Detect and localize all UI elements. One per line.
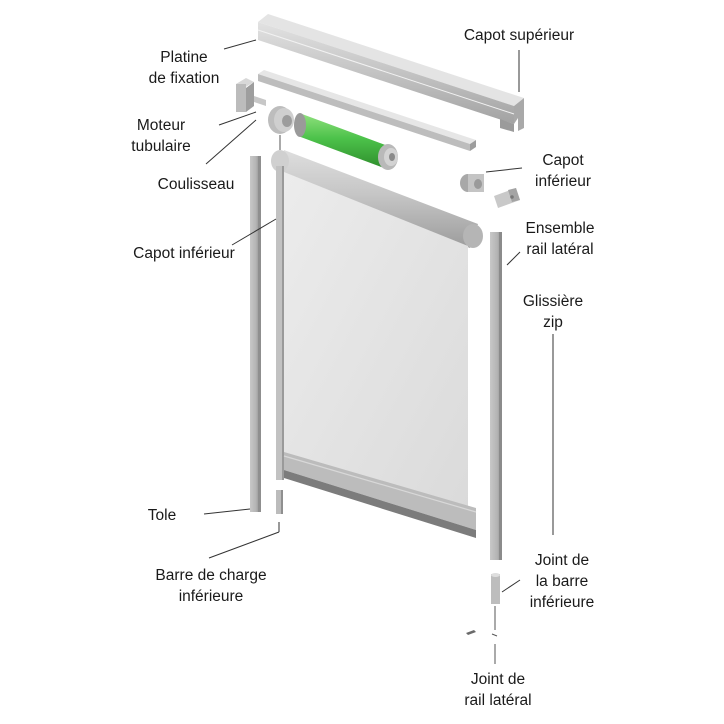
label-platine-de-fixation: Platine de fixation: [149, 47, 220, 89]
roller-tube: [271, 150, 483, 248]
label-line: Capot: [542, 152, 584, 169]
label-line: inférieure: [529, 594, 595, 611]
label-tole: Tole: [148, 505, 176, 526]
fabric-screen: [276, 166, 468, 520]
left-end-bracket: [236, 78, 266, 112]
label-line: rail latéral: [464, 692, 532, 709]
label-joint-rail-lateral: Joint de rail latéral: [464, 669, 531, 711]
label-line: tubulaire: [131, 138, 191, 155]
label-line: la barre: [535, 573, 589, 590]
right-bracket: [494, 188, 520, 208]
label-line: Tole: [147, 507, 177, 524]
tubular-motor: [294, 113, 398, 170]
right-rail-end-piece: [491, 573, 500, 620]
label-ensemble-rail-lateral: Ensemble rail latéral: [526, 218, 595, 260]
label-line: Joint de: [470, 671, 526, 688]
mounting-plate-strip: [258, 70, 476, 151]
label-joint-barre-inferieure: Joint de la barre inférieure: [530, 550, 595, 613]
label-glissiere-zip: Glissière zip: [523, 291, 583, 333]
label-line: Glissière: [522, 293, 584, 310]
right-end-cap: [460, 174, 484, 192]
label-line: Platine: [160, 49, 208, 66]
label-barre-de-charge-inferieure: Barre de charge inférieure: [155, 565, 266, 607]
label-line: Barre de charge: [155, 567, 267, 584]
label-line: inférieur: [535, 173, 591, 190]
label-line: Coulisseau: [157, 176, 235, 193]
label-line: Capot inférieur: [133, 245, 235, 262]
top-cover-profile: [257, 14, 524, 132]
label-capot-inferieur-left: Capot inférieur: [133, 243, 235, 264]
label-line: Capot supérieur: [463, 27, 575, 44]
label-moteur-tubulaire: Moteur tubulaire: [131, 115, 190, 157]
label-line: Joint de: [534, 552, 590, 569]
left-rail-end-piece: [276, 490, 283, 514]
label-line: inférieure: [178, 588, 244, 605]
bottom-bar: [283, 452, 477, 538]
leader-lines: [203, 39, 554, 593]
rail-joint-clip: [466, 616, 498, 664]
label-line: zip: [543, 314, 563, 331]
label-line: rail latéral: [526, 241, 594, 258]
label-line: de fixation: [148, 70, 220, 87]
label-line: Moteur: [136, 117, 186, 134]
coupling-disc: [268, 106, 294, 150]
left-side-rail: [250, 156, 261, 512]
label-line: Ensemble: [525, 220, 595, 237]
label-capot-superieur: Capot supérieur: [464, 25, 574, 46]
right-side-rail: [490, 232, 502, 560]
label-capot-inferieur-right: Capot inférieur: [535, 150, 591, 192]
label-coulisseau: Coulisseau: [158, 174, 235, 195]
